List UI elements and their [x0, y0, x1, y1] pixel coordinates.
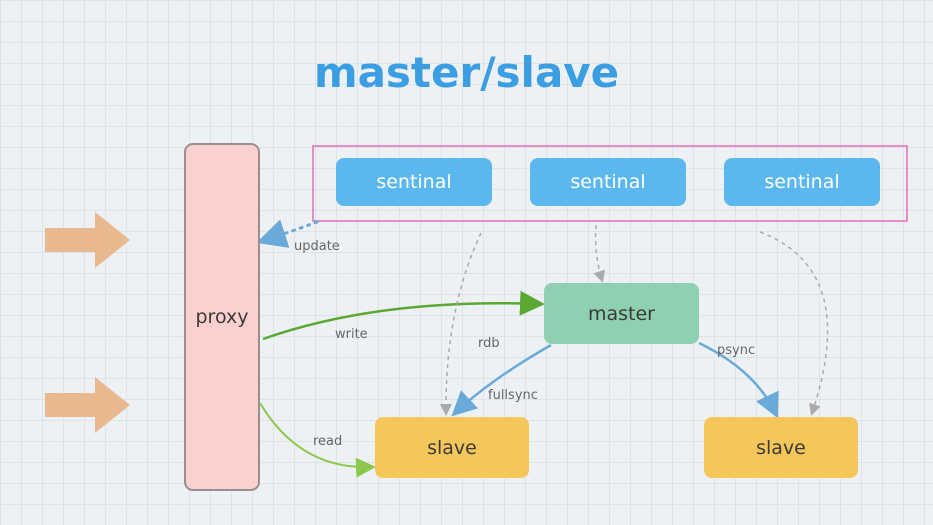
- sentinel-monitor-slave1: [439, 232, 482, 416]
- read-label: read: [313, 434, 343, 449]
- input-arrow-1: [45, 212, 130, 268]
- fullsync-label: fullsync: [488, 388, 538, 403]
- sentinel-group-border: [312, 145, 908, 222]
- sentinel-node-1: sentinal: [336, 158, 492, 206]
- sentinel-monitor-master: [593, 224, 605, 283]
- psync-arrow: [698, 341, 779, 419]
- slave-node-2: slave: [704, 417, 858, 478]
- sentinel-monitor-slave2: [759, 231, 829, 416]
- write-arrow: [262, 290, 545, 341]
- write-label: write: [335, 327, 368, 342]
- fullsync-arrow: [451, 343, 552, 417]
- read-arrow: [259, 402, 376, 478]
- sentinel-node-2: sentinal: [530, 158, 686, 206]
- sentinel-node-3: sentinal: [724, 158, 880, 206]
- page-title: master/slave: [313, 48, 620, 97]
- rdb-label: rdb: [478, 336, 500, 351]
- update-label: update: [294, 239, 340, 254]
- proxy-node: proxy: [184, 143, 260, 491]
- slave-node-1: slave: [375, 417, 529, 478]
- master-node: master: [544, 283, 699, 344]
- input-arrow-2: [45, 377, 130, 433]
- psync-label: psync: [717, 343, 756, 358]
